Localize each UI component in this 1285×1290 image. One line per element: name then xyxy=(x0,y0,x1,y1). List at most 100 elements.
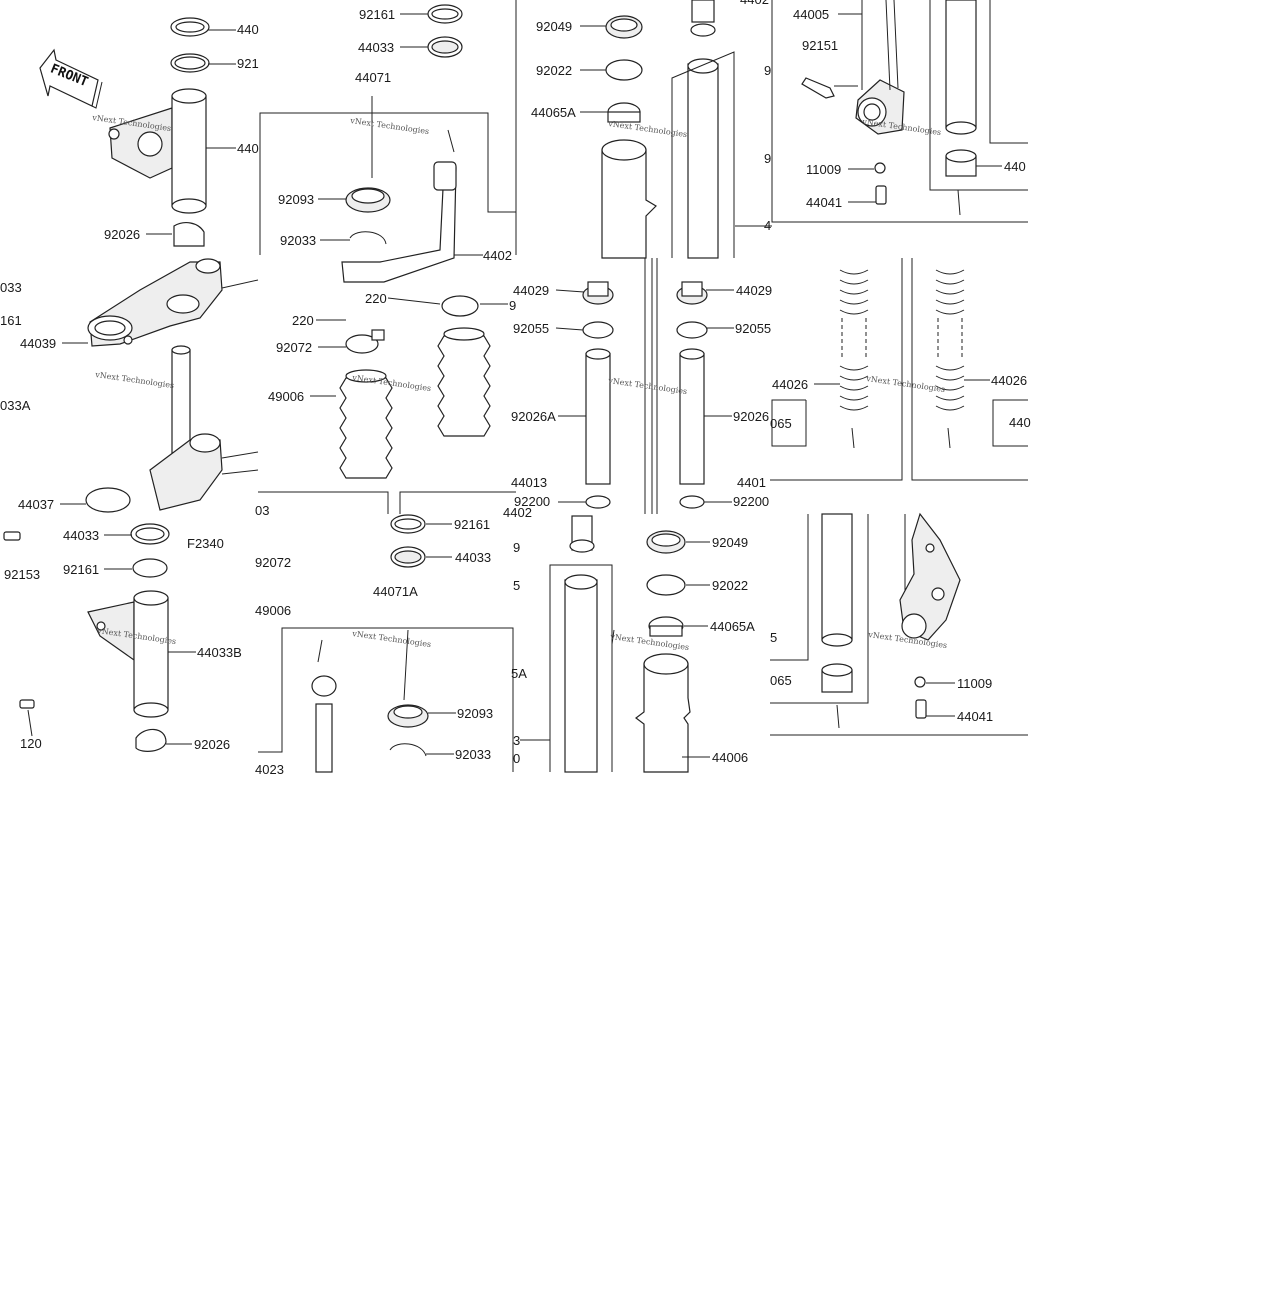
lower-fork-tube xyxy=(564,515,691,773)
leader-lines xyxy=(27,13,1002,758)
part-number-label: 49006 xyxy=(255,603,291,618)
part-number-label: 44005 xyxy=(793,7,829,22)
part-number-label: 44029 xyxy=(513,283,549,298)
part-number-label: 033A xyxy=(0,398,31,413)
part-number-label: 92161 xyxy=(454,517,490,532)
part-number-label: 44065A xyxy=(531,105,576,120)
part-number-label: 92161 xyxy=(359,7,395,22)
part-number-label: 92200 xyxy=(514,494,550,509)
part-number-label: 9 xyxy=(513,540,520,555)
watermark-text: vNext Technologies xyxy=(94,370,175,390)
part-number-label: 440 xyxy=(1004,159,1026,174)
part-number-label: 92049 xyxy=(712,535,748,550)
part-number-label: 5 xyxy=(513,578,520,593)
dust-boot-right xyxy=(437,327,491,437)
part-number-label: 44013 xyxy=(511,475,547,490)
watermarks: vNext Technologies vNext Technologies vN… xyxy=(91,113,948,652)
part-number-label: 92033 xyxy=(455,747,491,762)
part-number-label: 4402 xyxy=(740,0,769,7)
lower-bracket-assembly xyxy=(3,523,170,752)
part-number-label: 92151 xyxy=(802,38,838,53)
middle-rod-assembly xyxy=(582,269,965,509)
part-number-label: 92033 xyxy=(280,233,316,248)
watermark-text: vNext Technologies xyxy=(607,119,688,139)
part-number-label: 921 xyxy=(237,56,259,71)
part-number-label: 9 xyxy=(764,63,771,78)
part-number-label: 92026 xyxy=(104,227,140,242)
part-number-label: 4 xyxy=(764,218,771,233)
part-number-label: 44065A xyxy=(710,619,755,634)
part-number-label: 44026 xyxy=(772,377,808,392)
part-number-label: 5 xyxy=(770,630,777,645)
part-number-label: 92055 xyxy=(735,321,771,336)
part-number-label: 3 xyxy=(513,733,520,748)
part-number-label: 44041 xyxy=(806,195,842,210)
lower-slider-assembly xyxy=(821,512,961,729)
part-number-label: 4023 xyxy=(255,762,284,777)
part-number-label: 120 xyxy=(20,736,42,751)
upper-bracket-assembly xyxy=(85,17,259,513)
part-number-label: 44029 xyxy=(736,283,772,298)
watermark-text: vNext Technologies xyxy=(351,629,432,649)
part-number-label: 440 xyxy=(237,141,259,156)
part-number-label: 065 xyxy=(770,673,792,688)
part-number-label: 033 xyxy=(0,280,22,295)
part-number-label: 220 xyxy=(365,291,387,306)
part-number-label: 5A xyxy=(511,666,527,681)
part-number-label: 49006 xyxy=(268,389,304,404)
part-number-label: 9 xyxy=(509,298,516,313)
dust-boot-left xyxy=(339,369,393,479)
part-number-label: 92022 xyxy=(536,63,572,78)
part-number-label: 4402 xyxy=(483,248,512,263)
front-arrow-icon: FRONT xyxy=(39,48,103,109)
spring-right xyxy=(935,269,965,449)
part-number-label: 44041 xyxy=(957,709,993,724)
part-number-label: 92055 xyxy=(513,321,549,336)
part-number-label: 92161 xyxy=(63,562,99,577)
part-number-label: 92022 xyxy=(712,578,748,593)
part-number-label: 44039 xyxy=(20,336,56,351)
lower-boot-assembly xyxy=(311,514,429,773)
upper-slider-assembly xyxy=(801,0,977,216)
part-number-label: 03 xyxy=(255,503,269,518)
watermark-text: vNext Technologies xyxy=(607,376,688,396)
part-number-label: 92200 xyxy=(733,494,769,509)
part-number-label: 92093 xyxy=(278,192,314,207)
part-number-label: 0 xyxy=(513,751,520,766)
part-number-label: 92026 xyxy=(733,409,769,424)
part-number-label: 161 xyxy=(0,313,22,328)
part-number-labels: 4409214409202603316144039033A44037921614… xyxy=(0,0,1031,777)
part-number-label: 065 xyxy=(770,416,792,431)
part-number-label: 11009 xyxy=(806,162,841,177)
part-number-label: 44033 xyxy=(455,550,491,565)
part-number-label: 44071A xyxy=(373,584,418,599)
part-number-label: 11009 xyxy=(957,676,992,691)
part-number-label: 44033 xyxy=(63,528,99,543)
part-number-label: 92072 xyxy=(276,340,312,355)
part-number-label: 220 xyxy=(292,313,314,328)
part-number-label: 92026A xyxy=(511,409,556,424)
part-number-label: 92153 xyxy=(4,567,40,582)
watermark-text: vNext Technologies xyxy=(865,374,946,394)
part-number-label: 92049 xyxy=(536,19,572,34)
part-number-label: 4401 xyxy=(737,475,766,490)
spring-left xyxy=(839,269,869,449)
part-number-label: 9 xyxy=(764,151,771,166)
part-number-label: 92093 xyxy=(457,706,493,721)
part-number-label: 4402 xyxy=(503,505,532,520)
part-number-label: 44026 xyxy=(991,373,1027,388)
part-number-label: 44037 xyxy=(18,497,54,512)
part-number-label: 92026 xyxy=(194,737,230,752)
part-number-label: 44033B xyxy=(197,645,242,660)
section-frames xyxy=(258,0,1028,772)
upper-boot-assembly xyxy=(339,4,491,479)
part-number-label: 92072 xyxy=(255,555,291,570)
upper-fork-tube xyxy=(601,0,735,259)
part-number-label: 44033 xyxy=(358,40,394,55)
part-number-label: 440 xyxy=(1009,415,1031,430)
watermark-text: vNext Technologies xyxy=(349,116,430,136)
part-number-label: 440 xyxy=(237,22,259,37)
part-number-label: 44071 xyxy=(355,70,391,85)
